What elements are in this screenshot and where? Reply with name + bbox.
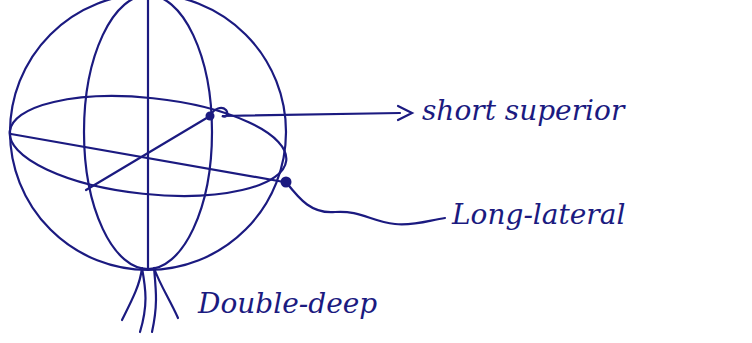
callout-label: Long-lateral <box>452 200 625 231</box>
equator <box>5 84 292 209</box>
point-dot <box>206 112 215 121</box>
diameter-line <box>86 116 210 190</box>
meridian <box>84 0 212 269</box>
leader-line <box>210 108 400 117</box>
sphere-outline <box>10 0 286 270</box>
root-stalk <box>122 268 178 332</box>
arrow-head <box>398 106 412 120</box>
callout-label: short superior <box>422 96 624 127</box>
leader-line <box>286 182 445 224</box>
axis-line <box>147 0 149 270</box>
point-dot <box>281 177 292 188</box>
diameter-line <box>11 134 284 182</box>
callout-label: Double-deep <box>198 289 377 320</box>
